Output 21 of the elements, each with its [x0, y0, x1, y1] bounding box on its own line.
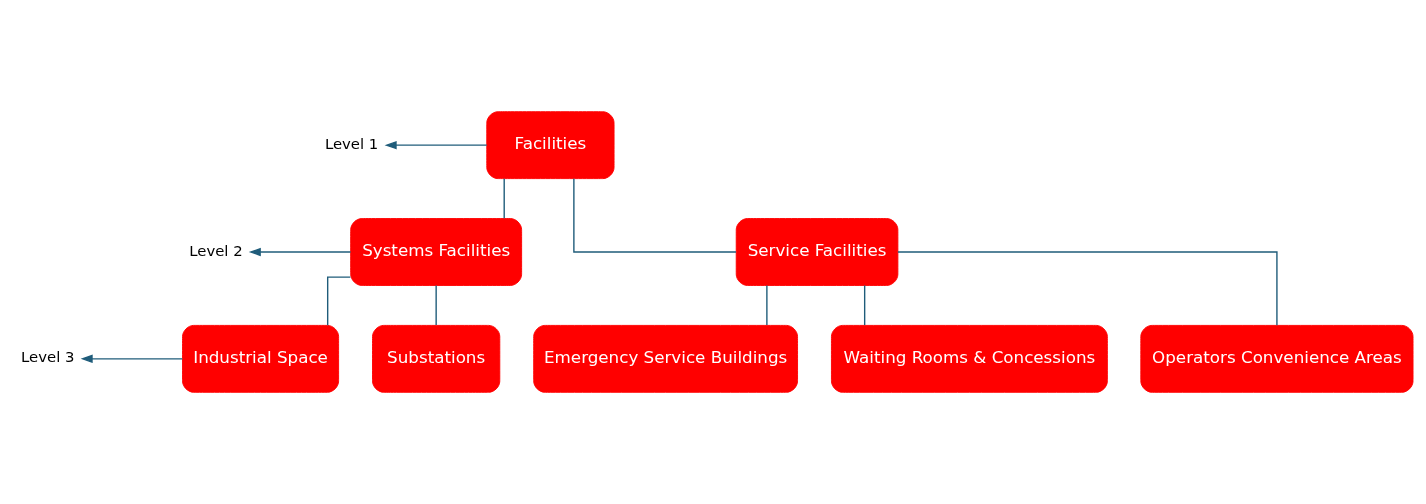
node-box: Service Facilities — [735, 218, 899, 286]
node-text: Level 2 — [189, 241, 243, 260]
connector — [863, 284, 866, 326]
node-text: Level 1 — [324, 134, 379, 153]
connector — [503, 177, 505, 219]
node-box: Emergency Service Buildings — [533, 324, 798, 393]
node-box: Facilities — [486, 111, 615, 180]
connector — [573, 177, 737, 253]
node-box: Substations — [372, 324, 501, 393]
connector — [766, 284, 768, 326]
connector — [327, 276, 352, 327]
node-box: Industrial Space — [182, 324, 340, 393]
connector — [897, 251, 1278, 327]
node-box: Waiting Rooms & Concessions — [831, 324, 1108, 393]
connector — [435, 284, 437, 326]
arrow — [248, 247, 352, 257]
arrow — [384, 140, 488, 150]
node-box: Systems Facilities — [350, 218, 523, 286]
node-text: Level 3 — [21, 348, 75, 367]
node-box: Operators Convenience Areas — [1140, 324, 1414, 393]
arrow — [80, 354, 184, 364]
